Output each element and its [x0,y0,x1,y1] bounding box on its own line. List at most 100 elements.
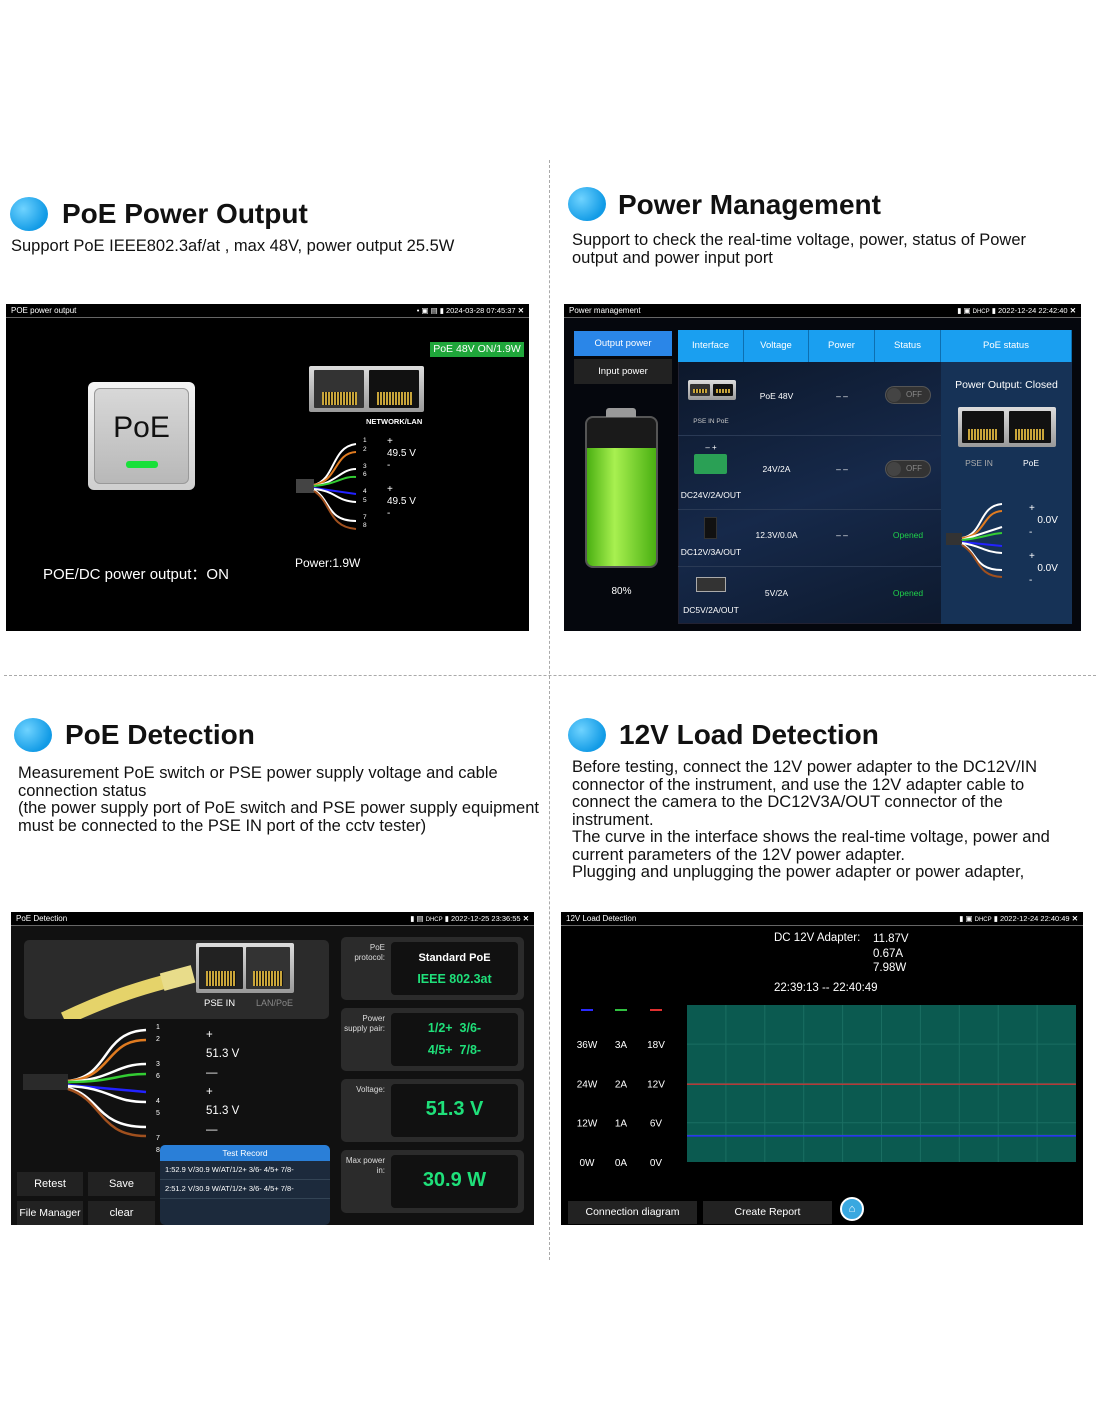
datetime: 2022-12-24 22:40:49 [999,914,1070,923]
cable-pinout-icon [23,1028,147,1138]
close-button[interactable]: ✕ [522,914,529,923]
power-management-screen: Power management▮ ▣ DHCP ▮ 2022-12-24 22… [564,304,1081,631]
battery-cap [606,408,636,417]
adapter-label: DC 12V Adapter: [774,932,861,944]
input-power-tab[interactable]: Input power [574,359,672,384]
bullet-icon [10,197,48,231]
test-record-item[interactable]: 2:51.2 V/30.9 W/AT/1/2+ 3/6- 4/5+ 7/8- [160,1180,330,1199]
home-icon[interactable]: ⌂ [840,1197,864,1221]
desc-line: Before testing, connect the 12V power ad… [572,758,1038,829]
current-reading: 0.67A [873,947,904,960]
power-cell: – – [836,464,848,474]
section-title: PoE Power Output [62,198,308,229]
voltage-cell: 24V/2A [762,464,791,474]
vertical-divider [549,160,550,1260]
battery-percent: 80% [611,586,632,597]
screen-title: PoE Detection [16,914,68,923]
supply-pair-2: 4/5+ 7/8- [427,1043,482,1057]
retest-button[interactable]: Retest [17,1172,83,1196]
y-tick-label: 1A [615,1119,628,1130]
close-button[interactable]: ✕ [1071,914,1078,923]
terminal-block-icon [694,454,727,474]
load-detection-screen: 12V Load Detection▮ ▣ DHCP ▮ 2022-12-24 … [561,912,1083,1225]
y-tick-label: 6V [650,1119,663,1130]
protocol-standard: IEEE 802.3at [417,972,492,986]
voltage-cell: 5V/2A [764,588,789,598]
datetime: 2022-12-24 22:42:40 [997,306,1068,315]
connection-diagram-button[interactable]: Connection diagram [568,1201,697,1224]
section-title: Power Management [618,189,881,220]
rj45-ports-icon [196,943,294,993]
close-button[interactable]: ✕ [517,306,524,315]
horizontal-divider [4,675,1096,676]
y-tick-label: 24W [577,1079,598,1090]
test-record-title: Test Record [160,1145,330,1161]
poe-toggle-button[interactable]: PoE [88,382,195,490]
save-button[interactable]: Save [88,1172,155,1196]
y-tick-label: 36W [577,1040,598,1051]
max-power-value: 30.9 W [422,1169,487,1191]
poe-label: PoE [1022,458,1040,468]
poe-output-toggle[interactable]: OFF [885,386,931,404]
y-tick-label: 0V [650,1158,663,1169]
poe-label: PoE [113,411,170,444]
dhcp-icon: DHCP [974,917,992,923]
y-tick-label: 18V [647,1040,665,1051]
bullet-icon [568,187,606,221]
rj45-ports-icon [958,407,1056,447]
pse-in-label: PSE IN [965,458,993,468]
pair2-voltage: 51.3 V [206,1105,240,1117]
bullet-icon [568,718,606,752]
rj45-ports-icon [309,366,424,412]
protocol-value: Standard PoE [418,952,491,964]
port-label: NETWORK/LAN [366,417,423,426]
usb-port-icon [696,577,726,592]
ethernet-plug-icon [60,965,196,1026]
datetime: 2022-12-25 23:36:55 [450,914,521,923]
voltage-reading: 11.87V [873,933,909,945]
test-record-item[interactable]: 1:52.9 V/30.9 W/AT/1/2+ 3/6- 4/5+ 7/8- [160,1161,330,1180]
column-header: Voltage [744,330,809,362]
status-icons: ▮ ▣ [957,306,973,315]
section-title: 12V Load Detection [619,719,879,750]
dc-jack-icon [704,517,717,539]
poe-detection-screen: PoE Detection▮ ▤ DHCP ▮ 2022-12-25 23:36… [11,912,534,1225]
dc24v-output-toggle[interactable]: OFF [885,460,931,478]
status-icons: ▮ ▤ [410,914,426,923]
dhcp-icon: DHCP [425,917,443,923]
interface-label: DC24V/2A/OUT [680,490,742,500]
poe-output-screen: POE power output• ▣ ▤ ▮ 2024-03-28 07:45… [6,304,529,631]
power-cell: – – [836,530,848,540]
close-button[interactable]: ✕ [1069,306,1076,315]
interface-label: PSE IN PoE [693,418,729,425]
clear-button[interactable]: clear [88,1201,155,1225]
pse-in-label: PSE IN [204,998,236,1009]
screen-title: Power management [569,306,641,315]
max-power-card: Max power in:30.9 W [341,1150,524,1213]
poe-status-panel [941,362,1072,624]
poe-status-badge: PoE 48V ON/1.9W [430,342,524,357]
desc-line: Measurement PoE switch or PSE power supp… [18,764,498,800]
section-desc: Support PoE IEEE802.3af/at , max 48V, po… [11,237,455,255]
lan-poe-label: LAN/PoE [256,998,294,1008]
output-status: POE/DC power output：ON [43,566,229,583]
file-manager-button[interactable]: File Manager [17,1201,83,1225]
voltage-value: 51.3 V [425,1098,484,1120]
column-header: Interface [678,330,744,362]
output-power-tab[interactable]: Output power [574,331,672,356]
pair-voltages: +49.5 V-+49.5 V- [387,436,416,519]
create-report-button[interactable]: Create Report [703,1201,832,1224]
pair-voltages: +51.3 V—+51.3 V— [206,1029,240,1136]
desc-line: (the power supply port of PoE switch and… [18,799,539,835]
title-bar: PoE Detection▮ ▤ DHCP ▮ 2022-12-25 23:36… [11,912,534,926]
pair1-voltage: 49.5 V [387,448,416,459]
led-indicator [126,461,158,468]
screen-title: POE power output [11,306,77,315]
battery-icon [585,416,658,568]
interface-label: DC12V/3A/OUT [680,547,742,557]
screen-title: 12V Load Detection [566,914,637,923]
